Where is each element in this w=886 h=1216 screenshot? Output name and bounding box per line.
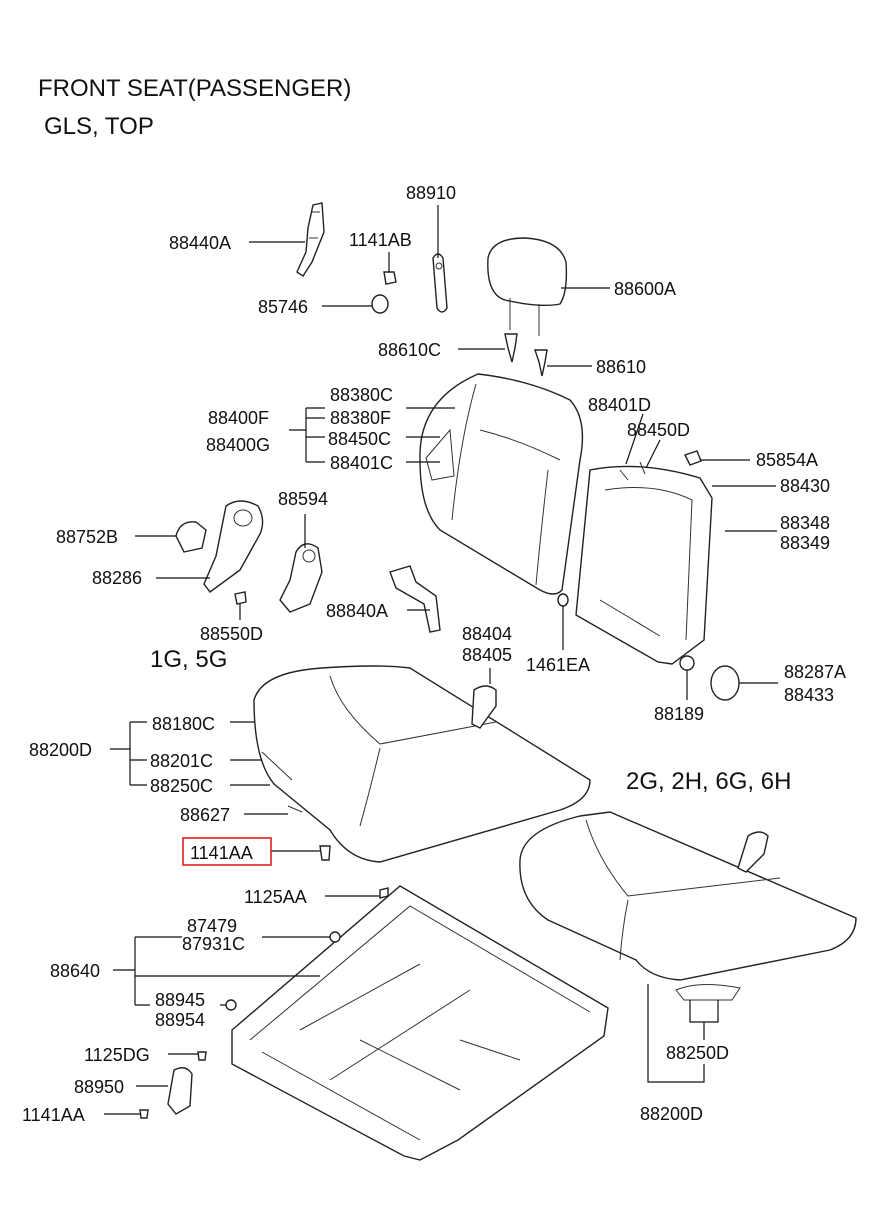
grommet-1461EA: [557, 593, 569, 607]
cushion-88200D-b: [519, 811, 857, 981]
label-88180C[interactable]: 88180C: [152, 714, 215, 734]
label-88401D[interactable]: 88401D: [588, 395, 651, 415]
label-88189[interactable]: 88189: [654, 704, 704, 724]
clip-85854A: [684, 450, 702, 466]
label-88200D-b[interactable]: 88200D: [640, 1104, 703, 1124]
highlight-box: [182, 837, 272, 866]
bolt-88550D: [234, 591, 247, 605]
cover-88287A: [710, 665, 740, 701]
label-88840A[interactable]: 88840A: [326, 601, 388, 621]
label-88433[interactable]: 88433: [784, 685, 834, 705]
label-1141AA[interactable]: 1141AA: [190, 843, 253, 863]
bushing-88189: [679, 655, 695, 671]
label-88405[interactable]: 88405: [462, 645, 512, 665]
guide-88610: [534, 349, 548, 377]
page-subtitle: GLS, TOP: [44, 113, 154, 140]
part-labels: 88910 88440A 1141AB 85746 88600A 88610C …: [22, 183, 846, 1125]
group-label-1g-5g: 1G, 5G: [150, 646, 227, 673]
seat-back-area: [419, 373, 740, 701]
label-88430[interactable]: 88430: [780, 476, 830, 496]
label-88627[interactable]: 88627: [180, 805, 230, 825]
label-85854A[interactable]: 85854A: [756, 450, 818, 470]
bolt-1141AB: [383, 271, 397, 285]
label-88401C[interactable]: 88401C: [330, 453, 393, 473]
label-85746[interactable]: 85746: [258, 297, 308, 317]
page-title: FRONT SEAT(PASSENGER): [38, 75, 351, 102]
label-1125DG[interactable]: 1125DG: [84, 1045, 150, 1065]
label-88954[interactable]: 88954: [155, 1010, 205, 1030]
recliner-88594: [279, 543, 323, 613]
label-88201C[interactable]: 88201C: [150, 751, 213, 771]
label-88404[interactable]: 88404: [462, 624, 512, 644]
bolt-1125DG: [197, 1051, 207, 1061]
label-88550D[interactable]: 88550D: [200, 624, 263, 644]
label-88450C[interactable]: 88450C: [328, 429, 391, 449]
bracket-88404: [471, 685, 497, 729]
pin-88627: [287, 805, 303, 813]
bracket-right: [737, 831, 769, 873]
seatback-cover: [419, 373, 584, 595]
label-87931C[interactable]: 87931C: [182, 934, 245, 954]
label-88380F[interactable]: 88380F: [330, 408, 391, 428]
label-88348[interactable]: 88348: [780, 513, 830, 533]
label-88752B[interactable]: 88752B: [56, 527, 118, 547]
cushion-88200D: [253, 665, 591, 863]
label-88380C[interactable]: 88380C: [330, 385, 393, 405]
label-88400F[interactable]: 88400F: [208, 408, 269, 428]
label-1141AA-b[interactable]: 1141AA: [22, 1105, 85, 1125]
cover-88752B: [175, 521, 207, 553]
seat-frame-area: [139, 885, 609, 1161]
label-88910[interactable]: 88910: [406, 183, 456, 203]
bar-88910: [432, 253, 448, 313]
label-88594[interactable]: 88594: [278, 489, 328, 509]
bolt-1125AA: [379, 887, 389, 899]
seatback-frame: [575, 465, 713, 665]
label-88440A[interactable]: 88440A: [169, 233, 231, 253]
label-88610C[interactable]: 88610C: [378, 340, 441, 360]
label-88286[interactable]: 88286: [92, 568, 142, 588]
bolt-1141AA-b: [139, 1109, 149, 1119]
group-label-2g-2h-6g-6h: 2G, 2H, 6G, 6H: [626, 768, 791, 795]
label-1461EA[interactable]: 1461EA: [526, 655, 590, 675]
label-88287A[interactable]: 88287A: [784, 662, 846, 682]
frame-88640: [231, 885, 609, 1161]
label-88950[interactable]: 88950: [74, 1077, 124, 1097]
bolt-1141AA: [319, 845, 331, 861]
cover-88286: [203, 500, 264, 593]
cover-88950: [167, 1067, 193, 1115]
knob-85746: [371, 294, 389, 314]
label-88400G[interactable]: 88400G: [206, 435, 270, 455]
label-88640[interactable]: 88640: [50, 961, 100, 981]
buckle-88840A: [389, 565, 441, 633]
headrest-area: [296, 202, 568, 377]
leader-lines: [104, 205, 778, 1115]
bracket-88440A: [296, 202, 325, 277]
label-88945[interactable]: 88945: [155, 990, 205, 1010]
label-88600A[interactable]: 88600A: [614, 279, 676, 299]
cushion-left: [253, 665, 591, 863]
plug-88945: [225, 999, 237, 1011]
label-88349[interactable]: 88349: [780, 533, 830, 553]
recliner-area: [175, 500, 441, 633]
label-1125AA[interactable]: 1125AA: [244, 887, 307, 907]
cushion-right: [519, 811, 857, 1001]
label-1141AB[interactable]: 1141AB: [349, 230, 412, 250]
headrest-88600A: [487, 237, 568, 307]
label-88250C[interactable]: 88250C: [150, 776, 213, 796]
label-88250D[interactable]: 88250D: [666, 1043, 729, 1063]
label-87479[interactable]: 87479: [187, 916, 237, 936]
guide-88610C: [504, 333, 518, 363]
label-88200D[interactable]: 88200D: [29, 740, 92, 760]
plug-87479: [329, 931, 341, 943]
label-88610[interactable]: 88610: [596, 357, 646, 377]
label-88450D[interactable]: 88450D: [627, 420, 690, 440]
